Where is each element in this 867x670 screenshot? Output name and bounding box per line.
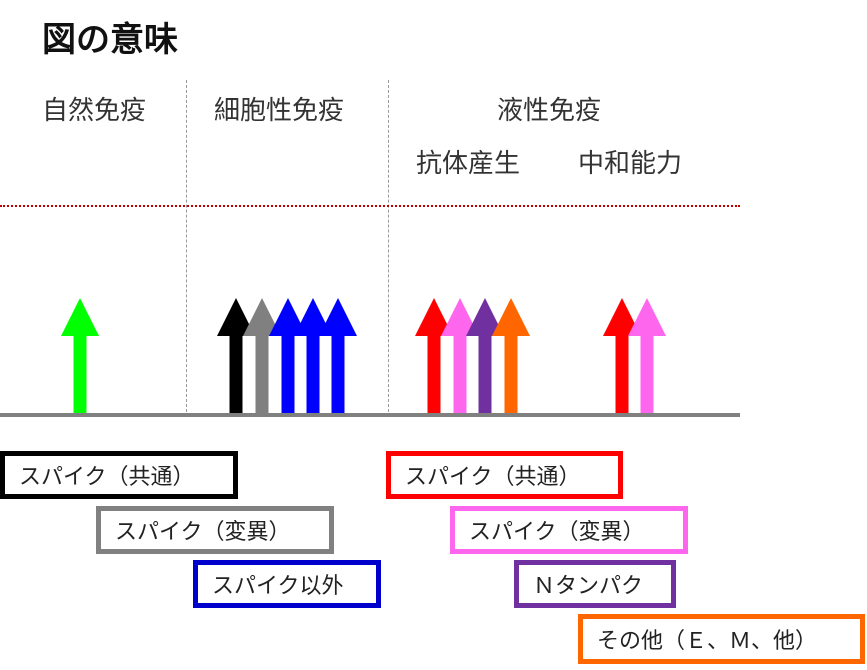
legend-left-spike-common: スパイク（共通） [0, 451, 238, 499]
arrow-cellular-3 [269, 298, 307, 413]
legend-right-spike-common: スパイク（共通） [386, 451, 623, 499]
category-innate-immunity: 自然免疫 [42, 96, 147, 126]
legend-right-n-protein: Ｎタンパク [514, 560, 676, 608]
arrow-cellular-2 [243, 298, 281, 413]
legend-label: その他（Ｅ、Ｍ、他） [597, 629, 818, 654]
arrow-neutralizing-11 [628, 298, 666, 413]
arrow-antibody-7 [441, 298, 479, 413]
legend-right-other-proteins: その他（Ｅ、Ｍ、他） [578, 614, 865, 664]
divider-innate-cellular [186, 80, 187, 412]
category-humoral-immunity: 液性免疫 [497, 96, 602, 126]
arrow-cellular-4 [294, 298, 332, 413]
legend-label: スパイク以外 [212, 574, 344, 599]
arrow-neutralizing-10 [603, 298, 641, 413]
arrow-antibody-6 [415, 298, 453, 413]
legend-right-spike-variant: スパイク（変異） [450, 506, 688, 554]
legend-label: Ｎタンパク [533, 574, 644, 599]
threshold-line [0, 205, 740, 207]
subcategory-antibody-production: 抗体産生 [416, 149, 521, 179]
arrow-cellular-5 [319, 298, 357, 413]
legend-left-spike-variant: スパイク（変異） [96, 506, 334, 554]
arrow-cellular-1 [217, 298, 255, 413]
legend-label: スパイク（共通） [405, 465, 581, 490]
legend-label: スパイク（変異） [115, 520, 291, 545]
legend-label: スパイク（共通） [19, 465, 195, 490]
subcategory-neutralizing-capacity: 中和能力 [578, 149, 683, 179]
legend-label: スパイク（変異） [469, 520, 645, 545]
arrow-antibody-8 [466, 298, 504, 413]
arrow-innate-0 [61, 298, 99, 413]
baseline [0, 413, 740, 417]
category-cellular-immunity: 細胞性免疫 [214, 96, 345, 126]
page-title: 図の意味 [42, 20, 178, 60]
legend-left-non-spike: スパイク以外 [193, 560, 381, 608]
divider-cellular-humoral [388, 80, 389, 412]
arrow-antibody-9 [492, 298, 530, 413]
